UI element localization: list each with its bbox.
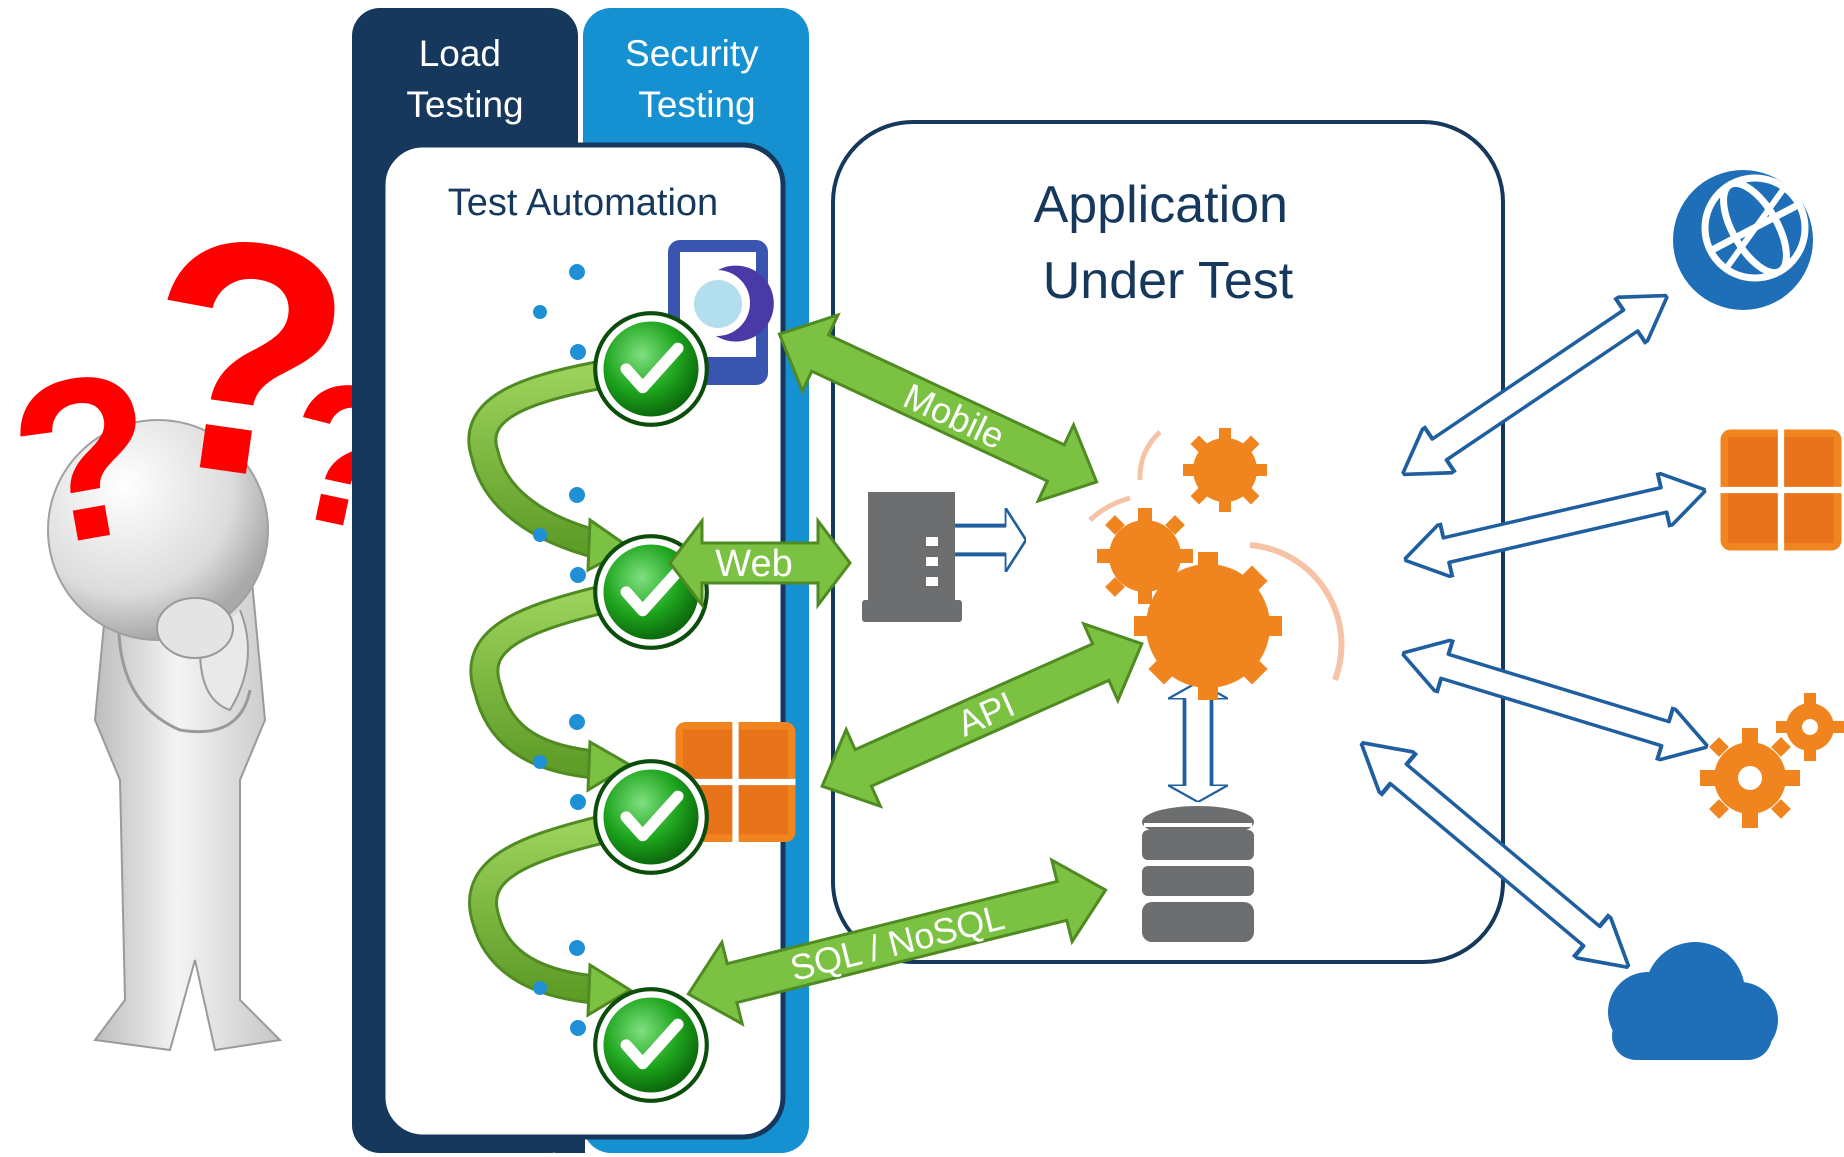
check-circle-icon [593, 987, 709, 1103]
thinking-person-icon [47, 419, 283, 1052]
test-automation-label: Test Automation [448, 182, 718, 224]
gears-icon [1088, 428, 1345, 700]
cloud-icon [1608, 942, 1778, 1060]
database-icon [1142, 806, 1254, 942]
progress-dots [533, 264, 586, 1036]
globe-icon [1673, 170, 1813, 310]
web-channel: Web [668, 516, 852, 610]
automation-flow [467, 360, 633, 1018]
check-circle-icon [593, 759, 709, 875]
aut-title: Application Under Test [1034, 176, 1303, 310]
load-testing-label: Load Testing [406, 33, 523, 125]
web-channel-label: Web [715, 543, 792, 585]
cube-icon [1721, 430, 1842, 551]
gears-icon [1700, 693, 1844, 828]
server-icon [862, 492, 962, 622]
check-circle-icon [593, 311, 709, 427]
security-testing-label: Security Testing [625, 33, 769, 125]
